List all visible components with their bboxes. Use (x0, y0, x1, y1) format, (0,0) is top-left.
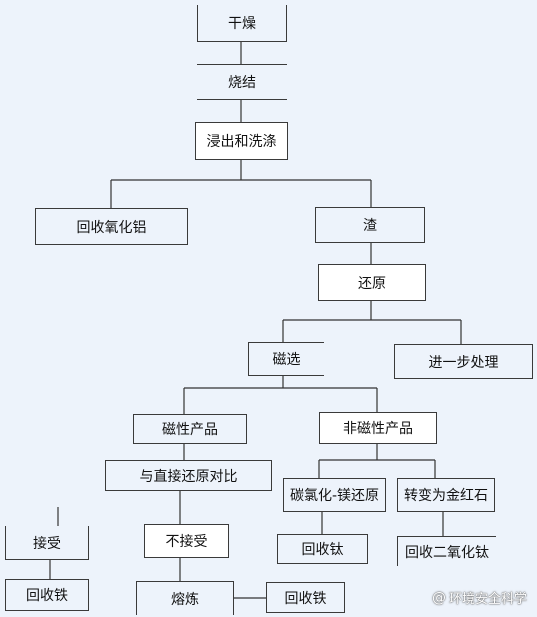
node-accept: 接受 (5, 526, 89, 560)
watermark-at: @ (431, 589, 446, 606)
watermark: @ 环境安全科学 (431, 588, 527, 608)
node-recover-iron-2: 回收铁 (266, 582, 345, 613)
node-magnetic-separation: 磁选 (248, 342, 324, 376)
node-dry: 干燥 (197, 5, 287, 42)
node-roast: 烧结 (197, 64, 287, 100)
node-recover-tio2: 回收二氧化钛 (397, 536, 496, 566)
node-slag: 渣 (315, 207, 425, 243)
node-recover-alumina: 回收氧化铝 (35, 208, 188, 245)
node-recover-titanium: 回收钛 (277, 534, 368, 564)
watermark-text: 环境安全科学 (448, 592, 527, 607)
node-reduction: 还原 (318, 264, 426, 301)
node-leach-wash: 浸出和洗涤 (195, 122, 288, 160)
node-magnetic-product: 磁性产品 (133, 414, 247, 444)
node-convert-rutile: 转变为金红石 (397, 478, 495, 512)
node-nonmagnetic-product: 非磁性产品 (319, 412, 437, 444)
node-carbochlorination: 碳氯化-镁还原 (283, 478, 386, 512)
node-compare-direct-reduction: 与直接还原对比 (105, 460, 272, 491)
node-further-processing: 进一步处理 (394, 344, 533, 379)
node-reject: 不接受 (144, 524, 229, 558)
node-smelting: 熔炼 (136, 581, 234, 615)
node-recover-iron-1: 回收铁 (5, 579, 89, 611)
